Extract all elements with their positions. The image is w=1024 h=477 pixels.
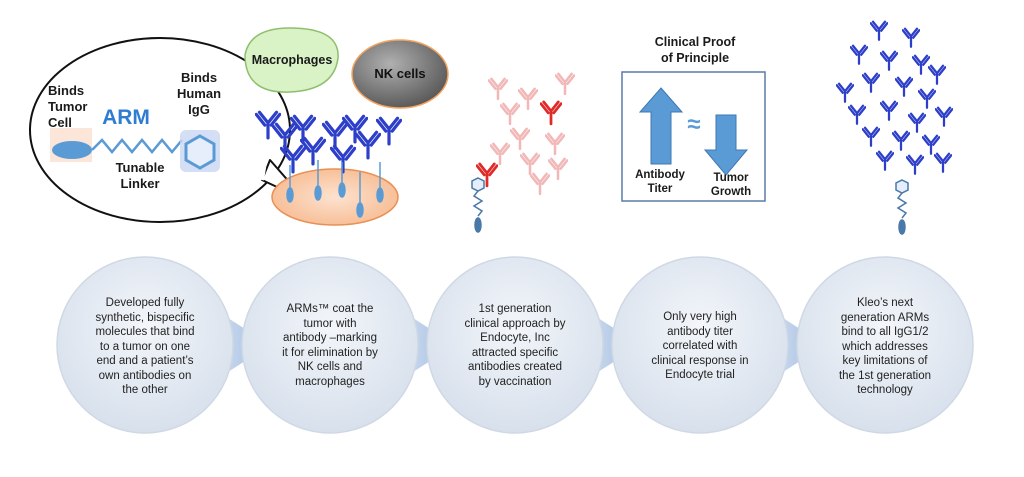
macrophages-label: Macrophages [251,53,333,67]
dense-antibodies [836,20,953,175]
arm-molecule [50,128,220,172]
panel3-arm [471,177,485,233]
nk-cell [351,39,449,109]
macrophage-cell [244,27,339,93]
binds-human-igg-label: Binds Human IgG [176,70,222,117]
tunable-linker-label: Tunable Linker [115,160,165,191]
sparse-antibodies-pink [488,72,575,196]
tumor-growth-down-arrow [703,114,749,176]
arm-label: ARM [102,106,150,129]
clinical-proof-title: Clinical Proof of Principle [654,35,736,65]
step-circles [56,256,974,434]
antibody-titer-label: Antibody Titer [635,169,685,195]
antibody-titer-up-arrow [638,87,684,165]
tumor-cell [271,168,399,226]
panel5-arm [895,179,909,235]
binds-tumor-cell-label: Binds Tumor Cell [48,83,88,130]
approx-symbol: ≈ [687,111,701,138]
nk-cells-label: NK cells [374,66,426,81]
coating-arms [286,160,384,218]
tumor-growth-label: Tumor Growth [710,172,752,198]
clinical-proof-box [621,71,766,202]
